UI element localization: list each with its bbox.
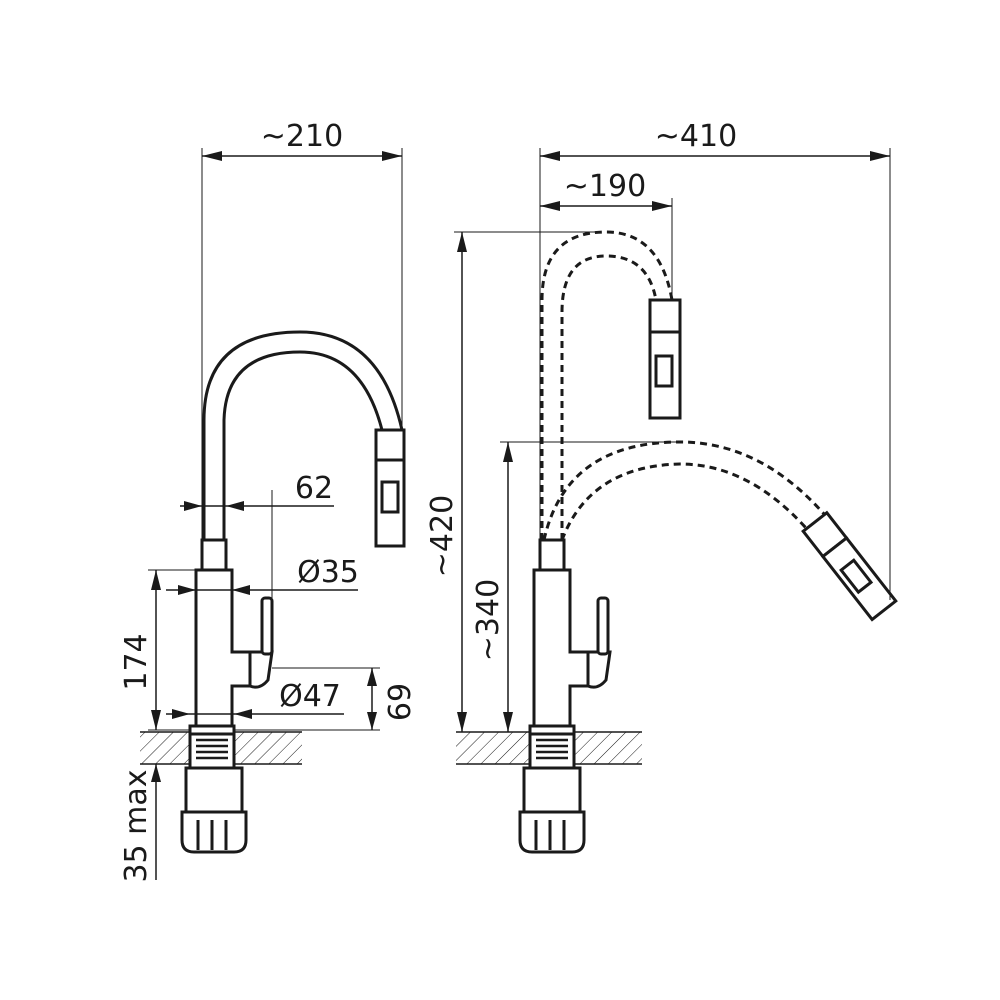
- lever-handle-right: [586, 596, 612, 689]
- dim-base-diameter-47: Ø47: [166, 679, 344, 719]
- gooseneck-left: [202, 330, 404, 542]
- dim-reach-410: ~410: [539, 119, 891, 600]
- dim-height-340: ~340: [471, 441, 680, 732]
- threaded-shank-left: [188, 730, 236, 770]
- dim-label-spout-62: 62: [295, 471, 333, 506]
- threaded-shank-right: [528, 730, 576, 770]
- lever-handle-left: [248, 596, 274, 689]
- faucet-body-right: [532, 568, 590, 728]
- dim-label-height-340: ~340: [471, 579, 506, 661]
- dim-label-lever-height-69: 69: [383, 683, 418, 721]
- dim-label-reach-190: ~190: [564, 169, 646, 204]
- faucet-body-left: [194, 568, 252, 728]
- dim-body-diameter-35: Ø35: [166, 555, 359, 595]
- spray-head-raised: [648, 298, 682, 420]
- dim-label-reach-410: ~410: [655, 119, 737, 154]
- pulled-out-view: ~410 ~190 ~420 ~340: [425, 119, 898, 854]
- mounting-nut-right: [518, 766, 586, 854]
- dashed-hose-extended: [542, 440, 826, 541]
- spout-neck-right: [538, 538, 566, 572]
- spray-head-left: [374, 428, 406, 548]
- dim-label-base-diameter-47: Ø47: [279, 679, 341, 714]
- dim-reach-190: ~190: [540, 169, 673, 300]
- dim-lever-height-69: 69: [234, 667, 418, 731]
- spout-neck-left: [200, 538, 228, 572]
- side-view: ~210 62 Ø35 Ø47: [119, 119, 418, 883]
- dim-label-counter-35-max: 35 max: [119, 769, 154, 882]
- dim-label-body-height-174: 174: [119, 633, 154, 690]
- dim-label-height-420: ~420: [425, 495, 460, 577]
- dim-label-body-diameter-35: Ø35: [297, 555, 359, 590]
- dim-label-reach-210: ~210: [261, 119, 343, 154]
- dim-counter-35-max: 35 max: [119, 764, 161, 883]
- dim-spout-62: 62: [180, 471, 334, 600]
- spray-head-extended: [801, 510, 898, 622]
- dim-body-height-174: 174: [119, 569, 196, 731]
- dim-reach-210: ~210: [201, 119, 403, 540]
- mounting-nut-left: [180, 766, 248, 854]
- dashed-hose-raised: [540, 230, 674, 540]
- dim-height-420: ~420: [425, 231, 600, 732]
